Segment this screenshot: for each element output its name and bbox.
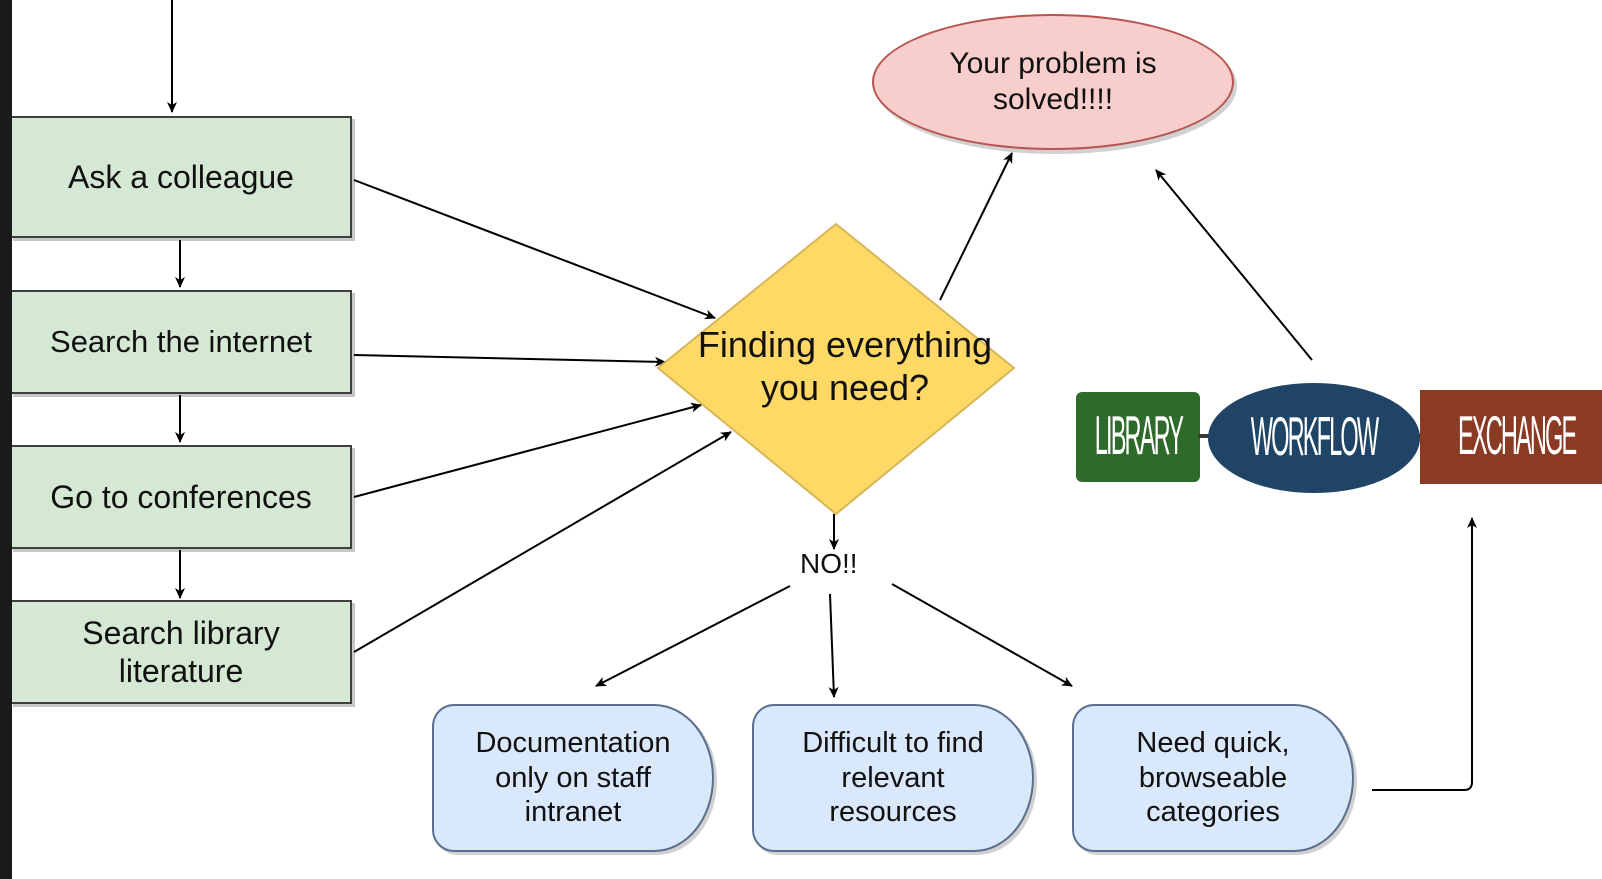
connector-layer <box>167 0 1477 791</box>
logo-library: LIBRARY <box>1076 392 1200 482</box>
logo-text-exchange: EXCHANGE <box>1457 405 1577 467</box>
step-search-library-literature: Search library literature <box>12 600 352 704</box>
step-go-conferences: Go to conferences <box>12 445 352 549</box>
arrow-no-to-problem3 <box>891 583 1073 687</box>
step-ask-colleague: Ask a colleague <box>12 116 352 238</box>
problem-browseable-categories: Need quick, browseable categories <box>1072 704 1354 852</box>
arrow-search-to-decision <box>353 354 666 367</box>
arrow-conf-to-decision <box>353 402 702 498</box>
step-label: Ask a colleague <box>68 158 294 195</box>
logo-connector-left <box>1198 434 1210 438</box>
logo-exchange: EXCHANGE <box>1420 390 1602 484</box>
arrow-ask-to-decision <box>353 179 716 320</box>
no-label: NO!! <box>800 548 858 579</box>
logo-workflow: WORKFLOW <box>1208 383 1420 493</box>
arrow-problem3-to-logo <box>1372 517 1477 791</box>
arrow-decision-to-solved <box>939 152 1013 301</box>
decision-diamond-shape <box>656 222 1016 516</box>
problem-label: Difficult to find relevant resources <box>802 726 984 829</box>
arrow-lit-to-decision <box>353 431 732 653</box>
outcome-solved: Your problem is solved!!!! <box>872 14 1234 150</box>
diagram-canvas: Ask a colleague Search the internet Go t… <box>12 0 1602 879</box>
arrow-no-to-problem1 <box>595 585 791 687</box>
step-label: Search the internet <box>50 324 312 360</box>
outcome-label: Your problem is solved!!!! <box>949 47 1157 116</box>
problem-label: Need quick, browseable categories <box>1136 726 1290 829</box>
step-search-internet: Search the internet <box>12 290 352 394</box>
problem-difficult-find-resources: Difficult to find relevant resources <box>752 704 1034 852</box>
logo-text-library: LIBRARY <box>1094 405 1183 467</box>
problem-documentation-intranet: Documentation only on staff intranet <box>432 704 714 852</box>
arrow-logo-to-solved <box>1155 169 1313 361</box>
arrow-no-to-problem2 <box>828 593 839 698</box>
decision-text: Finding everything you need? <box>697 323 993 408</box>
step-label: Search library literature <box>82 614 280 689</box>
decision-label: Finding everything you need? <box>682 296 1008 436</box>
problem-label: Documentation only on staff intranet <box>475 726 671 829</box>
step-label: Go to conferences <box>50 478 312 515</box>
logo-text-workflow: WORKFLOW <box>1250 406 1379 468</box>
